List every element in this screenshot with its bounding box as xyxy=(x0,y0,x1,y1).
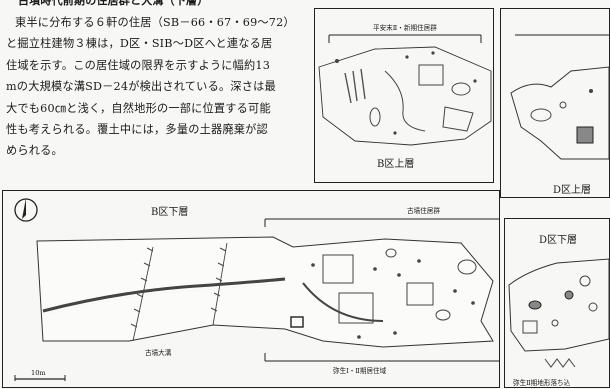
b-upper-caption: B区上層 xyxy=(377,159,415,170)
lower-plan-drawing xyxy=(14,198,499,381)
scale-label: 10m xyxy=(31,369,46,377)
body-line: められる。 xyxy=(6,144,63,158)
body-line: 東半に分布する６軒の住居（SB－66・67・69～72） xyxy=(15,16,295,29)
kofun-group-label: 古墳住居群 xyxy=(407,207,440,215)
b-upper-plan-drawing xyxy=(318,34,492,146)
body-line: mの大規模な溝SD－24が検出されている。深さは最 xyxy=(6,80,276,94)
d-lower-plan-drawing xyxy=(508,258,610,368)
body-text: 東半に分布する６軒の住居（SB－66・67・69～72） と掘立柱建物３棟は，D… xyxy=(6,12,295,162)
d-upper-plan-drawing xyxy=(510,34,610,160)
d-upper-caption: D区上層 xyxy=(553,185,592,196)
figure-d-upper: D区上層 xyxy=(500,8,610,198)
b-upper-label-heian: 平安末Ⅱ・新期住居群 xyxy=(373,24,437,32)
d-lower-caption: D区下層 xyxy=(539,235,578,246)
yayoi-depression-label: 弥生Ⅱ期地形落ち込 xyxy=(513,379,571,387)
body-line: 住域を示す。この居住域の限界を示すように幅約13 xyxy=(6,58,271,72)
body-line: 大でも60㎝と浅く，自然地形の一部に位置する可能 xyxy=(6,101,271,115)
body-line: 性も考えられる。覆土中には，多量の土器廃棄が認 xyxy=(6,123,268,137)
figure-lower-plan: B区下層 古墳住居群 古墳大溝 弥生Ⅰ・Ⅱ期居住域 10m xyxy=(2,190,500,388)
body-line: と掘立柱建物３棟は，D区・SIB～D区へと連なる居 xyxy=(6,37,273,51)
section-heading: 古墳時代前期の住居群と大溝（下層） xyxy=(18,0,209,7)
kofun-ditch-label: 古墳大溝 xyxy=(145,349,172,357)
figure-d-lower: D区下層 弥生Ⅱ期地形落ち込 xyxy=(504,218,610,388)
b-lower-label: B区下層 xyxy=(151,207,189,218)
yayoi-area-label: 弥生Ⅰ・Ⅱ期居住域 xyxy=(333,367,387,375)
figure-b-upper: 平安末Ⅱ・新期住居群 B区上層 xyxy=(314,8,494,183)
